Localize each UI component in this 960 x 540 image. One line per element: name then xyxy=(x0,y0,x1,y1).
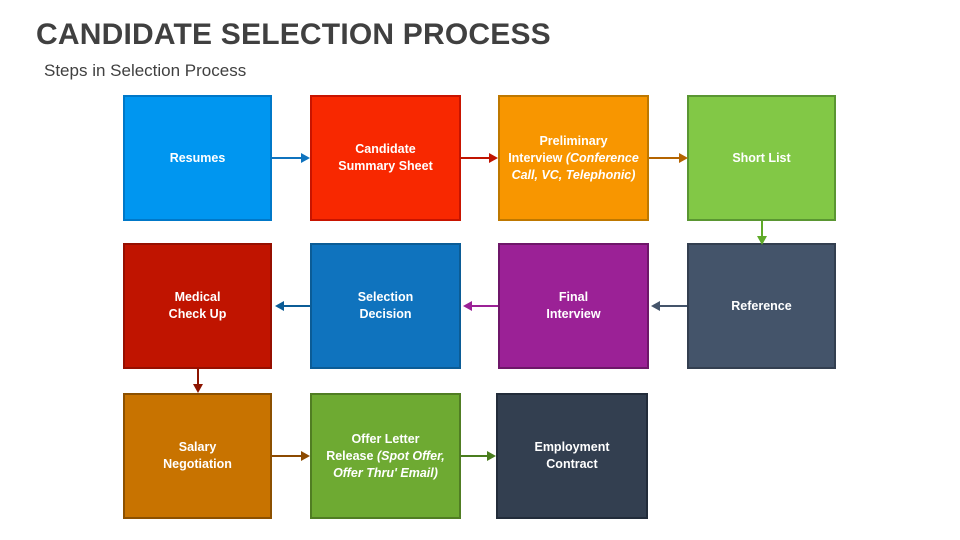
box-line-2: Negotiation xyxy=(163,457,232,471)
box-line-2: Summary Sheet xyxy=(338,159,433,173)
box-line-1: Selection xyxy=(357,290,414,304)
arrowhead-left-icon xyxy=(651,301,660,311)
process-box-resumes[interactable]: Resumes xyxy=(123,95,272,221)
process-box-salary-negotiation[interactable]: Salary Negotiation xyxy=(123,393,272,519)
arrowhead-right-icon xyxy=(301,153,310,163)
box-line-1: Offer Letter xyxy=(351,431,420,446)
process-box-offer-letter-release[interactable]: Offer Letter Release (Spot Offer, Offer … xyxy=(310,393,461,519)
arrow-preliminary-interview-to-short-list xyxy=(649,157,681,159)
box-line-2: Release xyxy=(326,448,374,463)
arrowhead-right-icon xyxy=(301,451,310,461)
box-line-1: Resumes xyxy=(169,150,226,165)
arrow-candidate-summary-to-preliminary-interview xyxy=(461,157,491,159)
arrowhead-down-icon xyxy=(757,236,767,245)
page-title: CANDIDATE SELECTION PROCESS xyxy=(36,18,551,51)
process-box-selection-decision[interactable]: Selection Decision xyxy=(310,243,461,369)
process-box-short-list[interactable]: Short List xyxy=(687,95,836,221)
process-box-reference[interactable]: Reference xyxy=(687,243,836,369)
box-line-2: Contract xyxy=(546,457,598,471)
arrow-reference-to-final-interview xyxy=(660,305,687,307)
arrowhead-left-icon xyxy=(463,301,472,311)
box-line-2: Interview xyxy=(508,150,563,165)
box-line-1: Reference xyxy=(731,298,792,313)
box-line-2: Interview xyxy=(546,307,601,321)
box-line-2: Check Up xyxy=(168,307,227,321)
box-line-1: Final xyxy=(558,290,589,304)
box-line-1: Employment xyxy=(534,440,610,454)
arrowhead-right-icon xyxy=(679,153,688,163)
arrow-salary-negotiation-to-offer-letter-release xyxy=(272,455,303,457)
arrow-final-interview-to-selection-decision xyxy=(472,305,498,307)
box-note: (Spot Offer, Offer Thru' Email) xyxy=(333,448,445,480)
box-line-1: Medical xyxy=(174,290,221,304)
arrowhead-down-icon xyxy=(193,384,203,393)
arrowhead-right-icon xyxy=(489,153,498,163)
arrow-resumes-to-candidate-summary xyxy=(272,157,303,159)
box-line-1: Candidate xyxy=(355,142,416,156)
arrow-offer-letter-release-to-employment-contract xyxy=(461,455,489,457)
box-line-1: Preliminary xyxy=(539,133,608,148)
process-box-employment-contract[interactable]: Employment Contract xyxy=(496,393,648,519)
process-box-final-interview[interactable]: Final Interview xyxy=(498,243,649,369)
box-line-1: Salary xyxy=(178,440,217,454)
arrowhead-left-icon xyxy=(275,301,284,311)
page-subtitle: Steps in Selection Process xyxy=(44,61,247,80)
box-line-2: Decision xyxy=(359,307,412,321)
process-box-candidate-summary[interactable]: Candidate Summary Sheet xyxy=(310,95,461,221)
box-note: (Conference Call, VC, Telephonic) xyxy=(511,150,639,182)
process-box-preliminary-interview[interactable]: Preliminary Interview (Conference Call, … xyxy=(498,95,649,221)
arrow-selection-decision-to-medical-check-up xyxy=(284,305,310,307)
arrowhead-right-icon xyxy=(487,451,496,461)
process-box-medical-check-up[interactable]: Medical Check Up xyxy=(123,243,272,369)
arrow-medical-check-up-to-salary-negotiation xyxy=(197,369,199,387)
box-line-1: Short List xyxy=(732,150,791,165)
arrow-short-list-to-reference xyxy=(761,221,763,239)
